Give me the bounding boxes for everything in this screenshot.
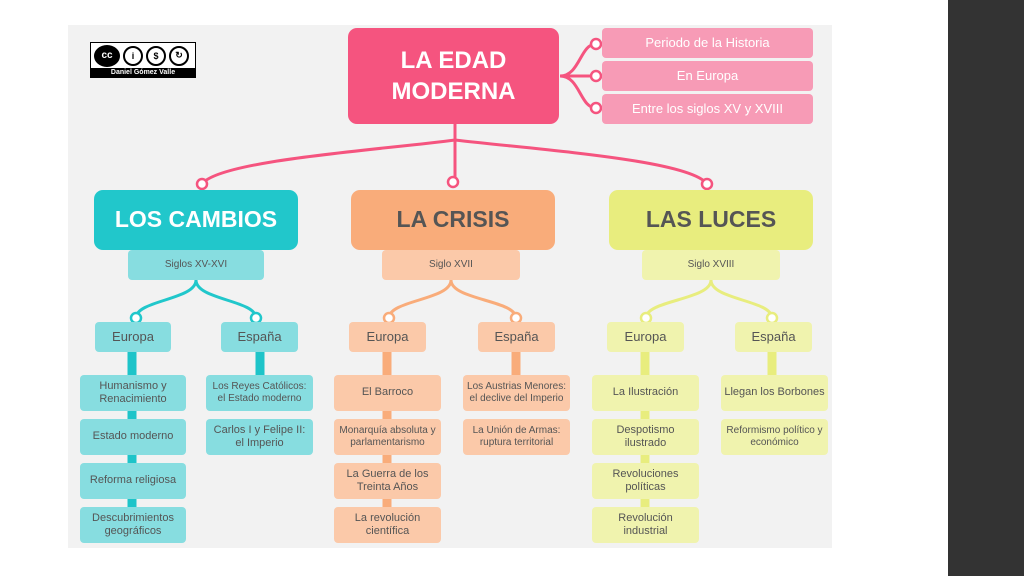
item-crisis-espana-2: La Unión de Armas: ruptura territorial bbox=[463, 419, 570, 455]
item-luces-espana-2: Reformismo político y económico bbox=[721, 419, 828, 455]
item-crisis-europa-1: El Barroco bbox=[334, 375, 441, 411]
item-crisis-europa-4: La revolución científica bbox=[334, 507, 441, 543]
region-cambios-espana: España bbox=[221, 322, 298, 352]
item-cambios-europa-4: Descubrimientos geográficos bbox=[80, 507, 186, 543]
branch-title-luces: LAS LUCES bbox=[609, 190, 813, 250]
item-crisis-europa-2: Monarquía absoluta y parlamentarismo bbox=[334, 419, 441, 455]
region-luces-espana: España bbox=[735, 322, 812, 352]
item-luces-europa-4: Revolución industrial bbox=[592, 507, 699, 543]
main-title-line2: MODERNA bbox=[391, 78, 516, 105]
item-cambios-europa-1: Humanismo y Renacimiento bbox=[80, 375, 186, 411]
creative-commons-logo: cc i $ ↻ Daniel Gómez Valle bbox=[90, 42, 196, 78]
item-crisis-europa-3: La Guerra de los Treinta Años bbox=[334, 463, 441, 499]
main-tag-periodo: Periodo de la Historia bbox=[602, 28, 813, 58]
license-author: Daniel Gómez Valle bbox=[91, 68, 195, 77]
item-cambios-espana-1: Los Reyes Católicos: el Estado moderno bbox=[206, 375, 313, 411]
region-luces-europa: Europa bbox=[607, 322, 684, 352]
item-cambios-europa-3: Reforma religiosa bbox=[80, 463, 186, 499]
main-title-line1: LA EDAD bbox=[400, 46, 507, 74]
item-luces-europa-1: La Ilustración bbox=[592, 375, 699, 411]
slide-sidebar bbox=[948, 0, 1024, 576]
item-cambios-europa-2: Estado moderno bbox=[80, 419, 186, 455]
cc-icon: cc bbox=[94, 44, 120, 67]
main-title-node: LA EDAD MODERNA bbox=[348, 28, 559, 124]
sharealike-icon: ↻ bbox=[169, 45, 189, 66]
region-crisis-europa: Europa bbox=[349, 322, 426, 352]
main-tag-siglos: Entre los siglos XV y XVIII bbox=[602, 94, 813, 124]
region-crisis-espana: España bbox=[478, 322, 555, 352]
region-cambios-europa: Europa bbox=[95, 322, 171, 352]
period-luces: Siglo XVIII bbox=[642, 250, 780, 280]
info-icon: i bbox=[123, 45, 143, 66]
item-luces-europa-3: Revoluciones políticas bbox=[592, 463, 699, 499]
branch-title-cambios: LOS CAMBIOS bbox=[94, 190, 298, 250]
period-cambios: Siglos XV-XVI bbox=[128, 250, 264, 280]
branch-title-crisis: LA CRISIS bbox=[351, 190, 555, 250]
item-crisis-espana-1: Los Austrias Menores: el declive del Imp… bbox=[463, 375, 570, 411]
item-cambios-espana-2: Carlos I y Felipe II: el Imperio bbox=[206, 419, 313, 455]
noncommercial-icon: $ bbox=[146, 45, 166, 66]
period-crisis: Siglo XVII bbox=[382, 250, 520, 280]
item-luces-espana-1: Llegan los Borbones bbox=[721, 375, 828, 411]
main-tag-europa: En Europa bbox=[602, 61, 813, 91]
item-luces-europa-2: Despotismo ilustrado bbox=[592, 419, 699, 455]
